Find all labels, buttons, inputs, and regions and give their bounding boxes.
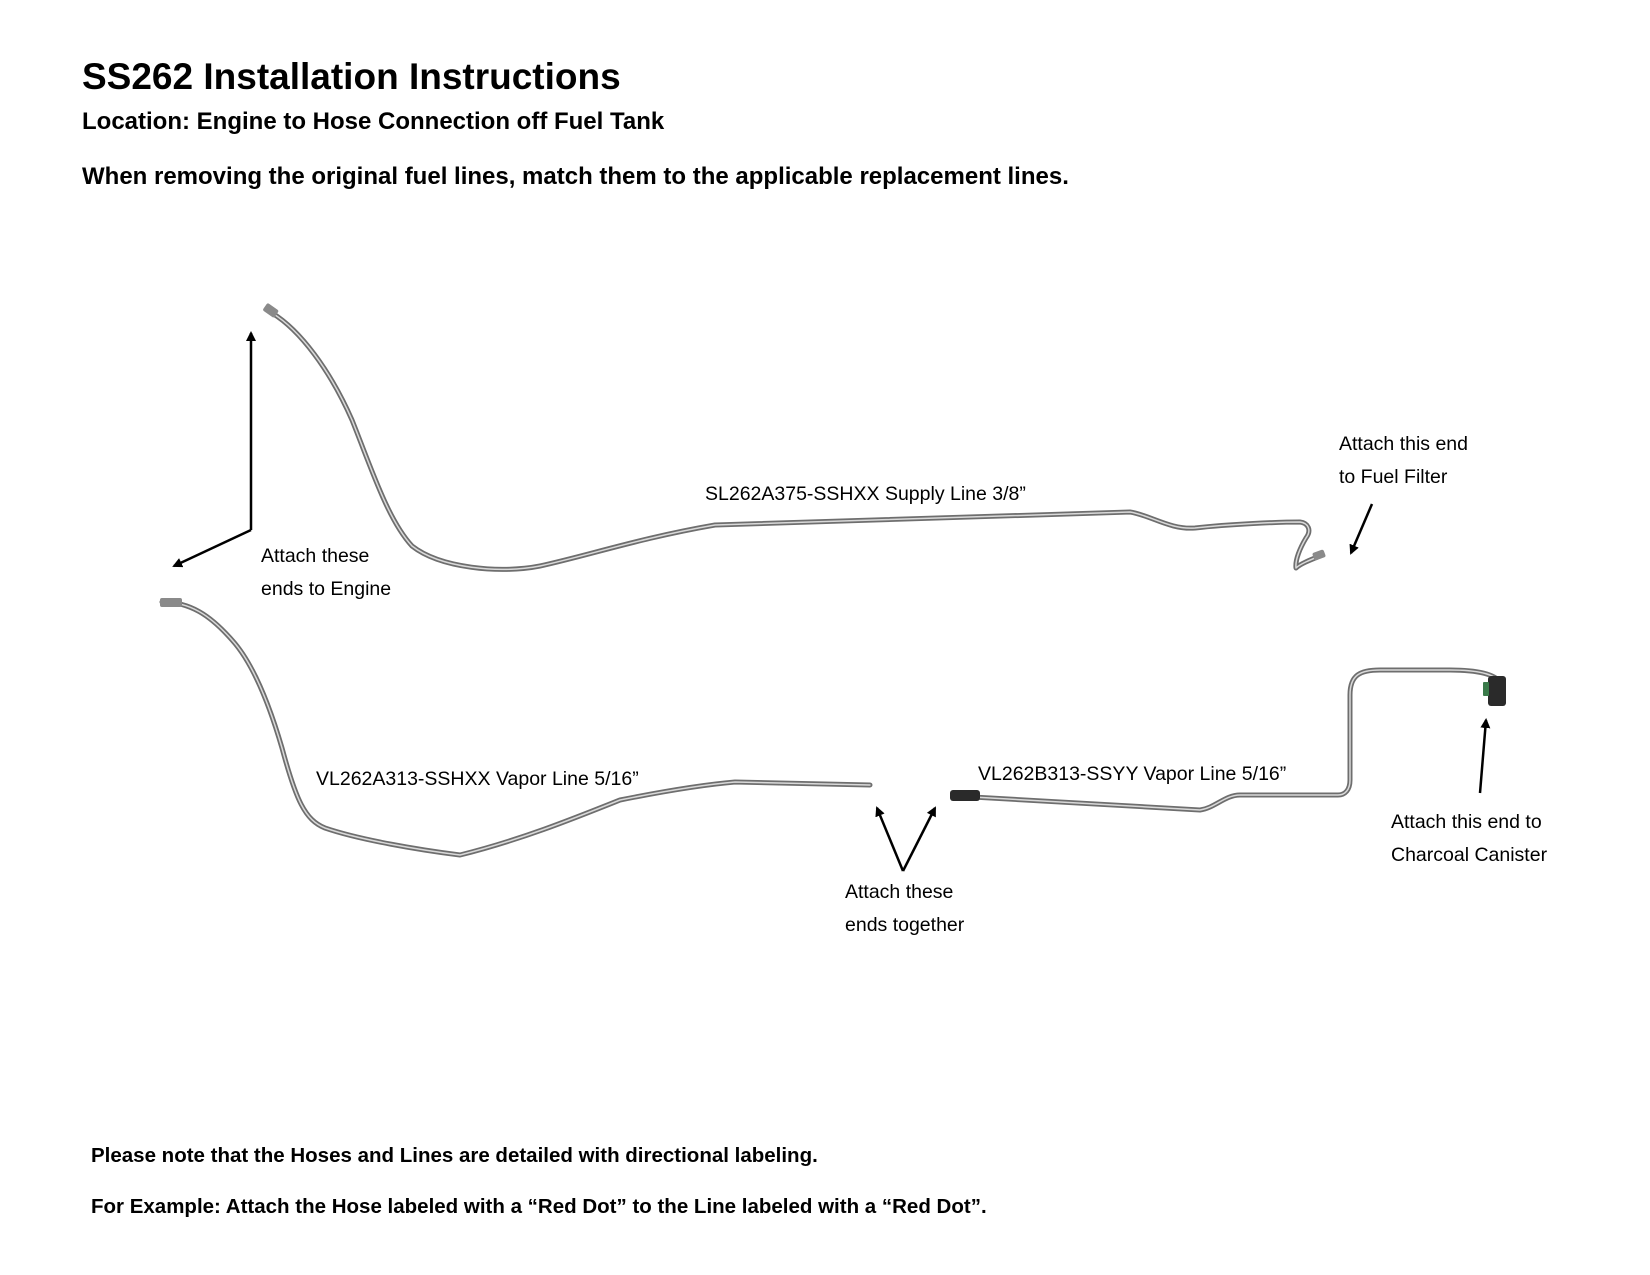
instruction-text: When removing the original fuel lines, m… <box>82 163 1069 190</box>
vapor-line-b-label: VL262B313-SSYY Vapor Line 5/16” <box>978 763 1287 785</box>
vapor-a-engine-fitting <box>160 598 182 607</box>
supply-line-label: SL262A375-SSHXX Supply Line 3/8” <box>705 483 1026 505</box>
canister-callout-line2: Charcoal Canister <box>1391 844 1548 866</box>
together-arrow-left <box>875 806 905 872</box>
vapor-line-b-tube <box>952 667 1503 813</box>
fuel-filter-callout: Attach this end to Fuel Filter <box>1339 428 1468 494</box>
canister-callout-line1: Attach this end to <box>1391 811 1542 833</box>
directional-note: Please note that the Hoses and Lines are… <box>91 1144 818 1167</box>
vapor-b-hose-connector <box>950 790 980 801</box>
vapor-b-canister-clip <box>1483 682 1489 696</box>
page-title: SS262 Installation Instructions <box>82 56 621 97</box>
example-note: For Example: Attach the Hose labeled wit… <box>91 1195 987 1218</box>
fuel-filter-callout-line2: to Fuel Filter <box>1339 466 1448 488</box>
supply-engine-fitting <box>263 303 279 318</box>
together-arrow-right <box>901 806 937 872</box>
location-subtitle: Location: Engine to Hose Connection off … <box>82 108 665 135</box>
engine-arrow-left <box>172 528 252 568</box>
engine-callout: Attach these ends to Engine <box>261 540 391 606</box>
vapor-line-a-tube <box>159 599 873 858</box>
supply-line-tube <box>269 310 1323 572</box>
vapor-b-canister-connector <box>1488 676 1506 706</box>
together-callout-line2: ends together <box>845 914 965 936</box>
canister-callout: Attach this end to Charcoal Canister <box>1391 806 1547 872</box>
engine-callout-line1: Attach these <box>261 545 370 567</box>
fuel-filter-callout-line1: Attach this end <box>1339 433 1468 455</box>
together-callout-line1: Attach these <box>845 881 954 903</box>
canister-arrow <box>1478 718 1491 794</box>
together-callout: Attach these ends together <box>845 876 964 942</box>
engine-callout-line2: ends to Engine <box>261 578 392 600</box>
supply-filter-fitting <box>1312 549 1326 561</box>
vapor-line-a-label: VL262A313-SSHXX Vapor Line 5/16” <box>316 768 639 790</box>
fuel-filter-arrow <box>1349 503 1374 555</box>
